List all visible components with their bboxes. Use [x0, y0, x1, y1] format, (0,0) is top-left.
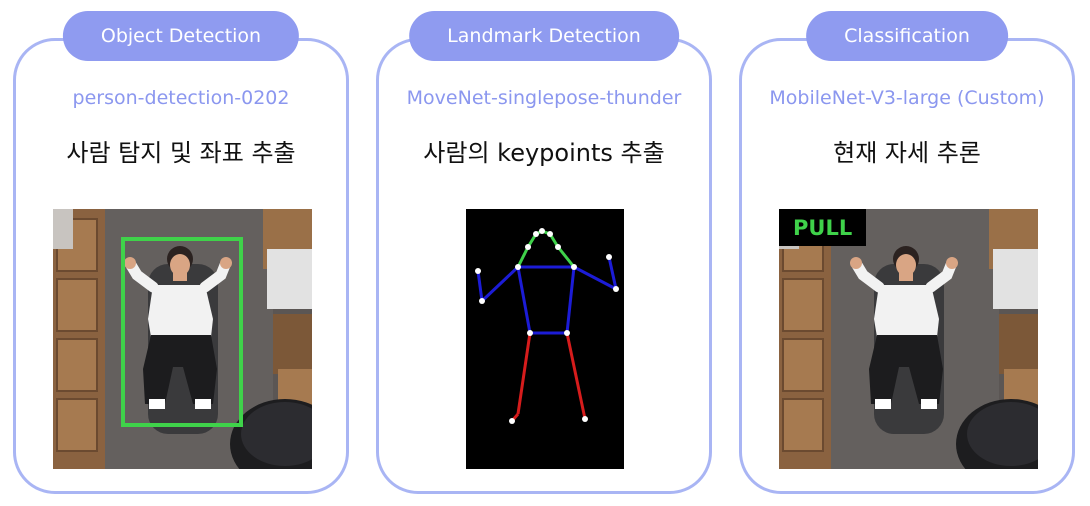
classification-description: 현재 자세 추론 — [833, 139, 981, 167]
object-detection-card: Object Detection person-detection-0202 사… — [13, 11, 349, 494]
landmark-detection-title: Landmark Detection — [409, 11, 679, 61]
landmark-detection-card: Landmark Detection MoveNet-singlepose-th… — [376, 11, 712, 494]
object-detection-image — [53, 209, 312, 469]
bounding-box — [121, 237, 243, 427]
object-detection-model-name: person-detection-0202 — [72, 87, 290, 109]
classification-image: PULL — [779, 209, 1038, 469]
skeleton-torso-lines — [476, 256, 618, 335]
landmark-detection-description: 사람의 keypoints 추출 — [423, 139, 665, 167]
keypoint-skeleton-image — [466, 209, 624, 469]
object-detection-description: 사람 탐지 및 좌표 추출 — [66, 139, 296, 167]
classification-title: Classification — [806, 11, 1008, 61]
classification-photo — [779, 209, 1038, 469]
classification-card: Classification MobileNet-V3-large (Custo… — [739, 11, 1075, 494]
prediction-label: PULL — [779, 209, 867, 246]
landmark-detection-model-name: MoveNet-singlepose-thunder — [406, 87, 682, 109]
skeleton-keypoints — [475, 228, 619, 424]
detection-photo — [53, 209, 312, 469]
classification-model-name: MobileNet-V3-large (Custom) — [769, 87, 1045, 109]
pose-skeleton — [466, 209, 624, 469]
object-detection-title: Object Detection — [62, 11, 300, 61]
